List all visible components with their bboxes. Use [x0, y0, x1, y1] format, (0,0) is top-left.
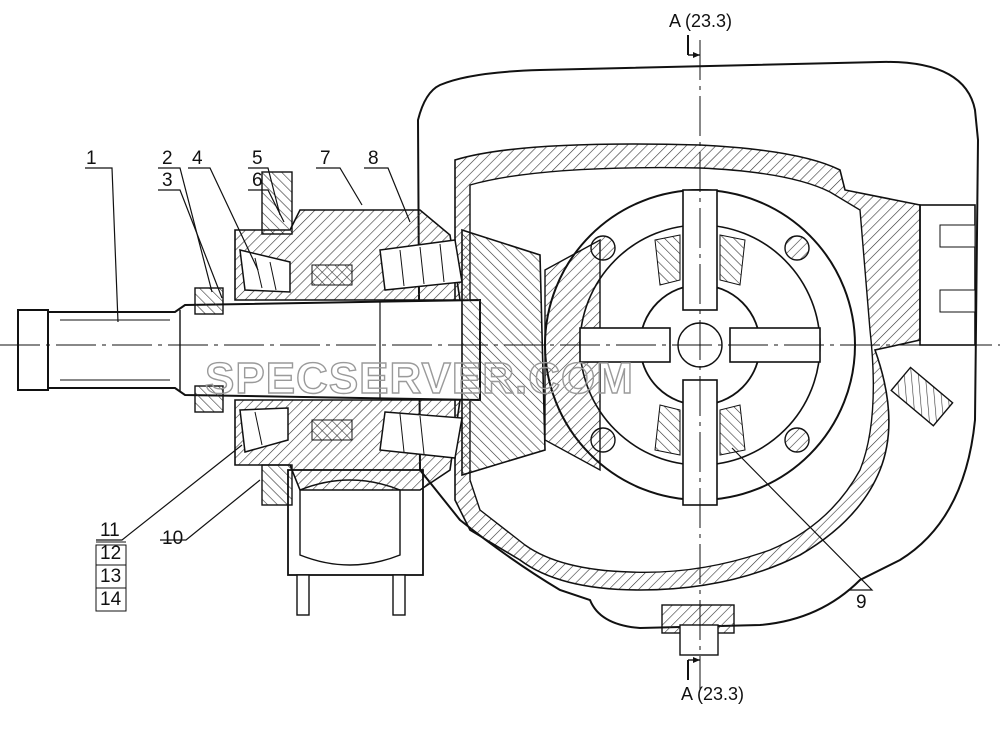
section-label-top: A (23.3)	[669, 11, 732, 31]
callout-12: 12	[100, 543, 121, 564]
callout-2: 2	[162, 148, 173, 169]
callout-13: 13	[100, 566, 121, 587]
sensor-plug	[890, 366, 954, 427]
callout-11: 11	[100, 520, 120, 541]
callout-10: 10	[162, 528, 183, 549]
drain-plug	[661, 604, 735, 656]
nut	[194, 287, 224, 315]
ring-gear	[544, 238, 601, 472]
callout-4: 4	[192, 148, 203, 169]
bearing-front	[239, 249, 291, 453]
callouts: 1 2 3 4 5 6 7 8 9 10 11 12 13 14	[86, 148, 867, 613]
callout-6: 6	[252, 170, 263, 191]
spacer-upper	[311, 264, 353, 286]
bearing-rear	[379, 239, 463, 459]
watermark: SPECSERVER.COM	[205, 354, 634, 403]
callout-8: 8	[368, 148, 379, 169]
spacer-lower	[311, 419, 353, 441]
section-marker-top: A (23.3)	[669, 11, 732, 58]
callout-7: 7	[320, 148, 331, 169]
pinion-gear	[461, 228, 546, 477]
callout-1: 1	[86, 148, 97, 169]
callout-5: 5	[252, 148, 263, 169]
right-flange	[919, 204, 976, 346]
leader-lines	[85, 167, 874, 591]
callout-14: 14	[100, 589, 122, 610]
mounting-bracket	[287, 469, 424, 616]
flange-lower	[261, 464, 293, 506]
callout-3: 3	[162, 170, 173, 191]
nut-lower	[194, 385, 224, 413]
section-marker-bottom: A (23.3)	[681, 657, 744, 704]
callout-9: 9	[856, 592, 867, 613]
section-label-bottom: A (23.3)	[681, 684, 744, 704]
